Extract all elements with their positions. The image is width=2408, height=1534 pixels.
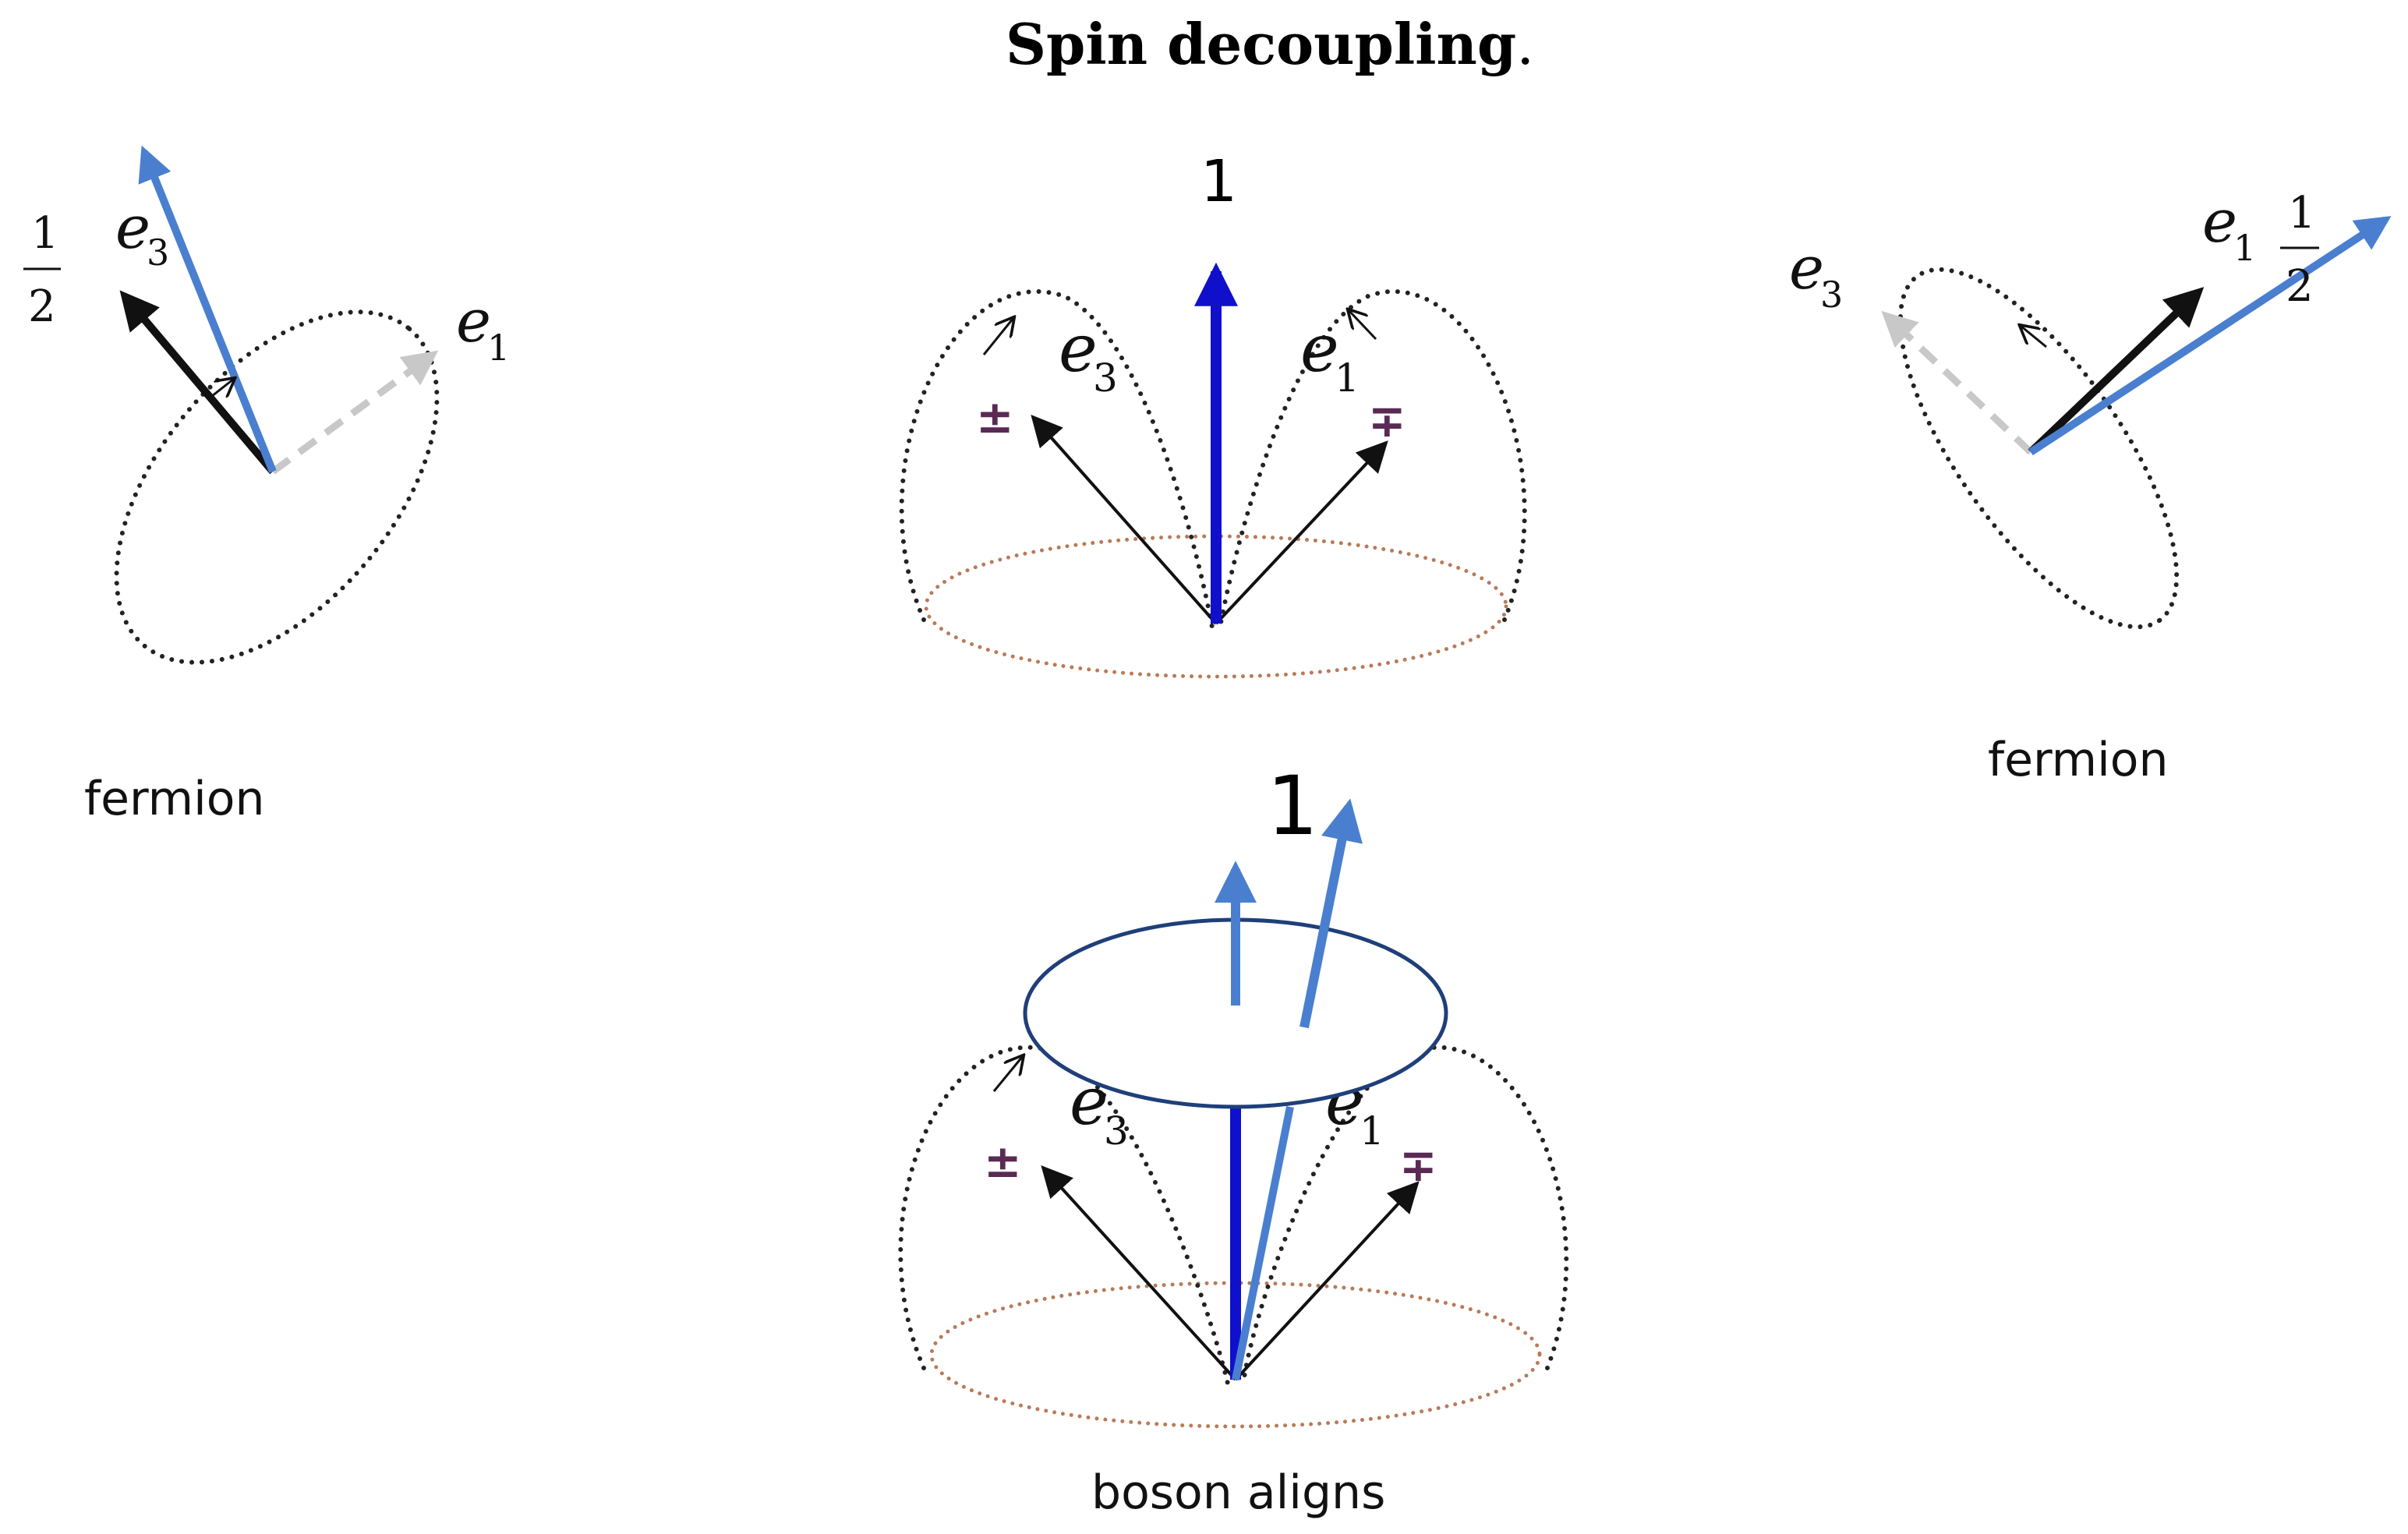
center-top-plus-minus-label: ±	[976, 391, 1014, 444]
bottom-e3-vector	[1041, 1165, 1237, 1381]
figure-title: Spin decoupling.	[1006, 11, 1534, 77]
svg-text:e: e	[1789, 233, 1824, 302]
right-e1-label: e 1	[2202, 186, 2256, 269]
left-spin-vector-black	[119, 290, 276, 475]
bottom-minus-plus-label: ∓	[1399, 1139, 1437, 1192]
bottom-e1-vector	[1234, 1181, 1420, 1381]
svg-text:3: 3	[1820, 274, 1843, 316]
right-fermion-label: fermion	[1988, 733, 2169, 787]
svg-text:1: 1	[31, 208, 59, 259]
right-e3-label: e 3	[1789, 233, 1843, 316]
center-top-base-ellipse	[924, 534, 1508, 679]
svg-text:1: 1	[2288, 188, 2316, 239]
center-top-spin-label: 1	[1200, 148, 1237, 215]
center-top-minus-plus-label: ∓	[1368, 394, 1406, 447]
right-one-half-label: 1 2	[2280, 188, 2319, 312]
bottom-boson-diagram: e 3 e 1 ± ∓ 1 boson aligns	[898, 758, 1569, 1520]
bottom-spin-vector-light	[1232, 1106, 1294, 1380]
center-top-e3-vector	[1031, 415, 1218, 625]
right-spin-vector-black	[2028, 287, 2205, 455]
center-top-e3-label: e 3	[1059, 310, 1118, 401]
svg-text:3: 3	[147, 232, 169, 274]
right-precession-ellipse	[1897, 267, 2180, 630]
right-e3-dashed-vector	[1881, 310, 2034, 455]
svg-text:1: 1	[1335, 355, 1360, 401]
center-top-diagram: 1 e 3 e 1 ± ∓	[899, 148, 1527, 679]
right-rotation-arrow	[2021, 326, 2047, 348]
svg-text:e: e	[115, 193, 150, 262]
left-e3-label: e 3	[115, 193, 169, 274]
svg-text:1: 1	[487, 327, 510, 369]
left-one-half-label: 1 2	[23, 208, 61, 332]
right-fermion-diagram: e 3 e 1 1 2 fermion	[1789, 186, 2392, 787]
svg-text:2: 2	[2286, 261, 2314, 312]
center-top-left-rotation-arrow	[982, 318, 1013, 355]
svg-text:3: 3	[1093, 355, 1118, 401]
bottom-spin-label: 1	[1267, 758, 1318, 854]
svg-text:1: 1	[1360, 1108, 1384, 1154]
left-rotation-arrow	[211, 379, 234, 396]
svg-text:e: e	[2202, 186, 2237, 256]
left-spin-vector-blue	[138, 145, 277, 473]
svg-text:e: e	[456, 286, 491, 355]
bottom-boson-aligns-label: boson aligns	[1091, 1465, 1385, 1520]
left-fermion-diagram: 1 2 e 3 e 1 fermion	[23, 145, 510, 826]
left-precession-ellipse	[114, 309, 440, 665]
svg-text:2: 2	[28, 281, 56, 332]
svg-text:e: e	[1300, 310, 1339, 387]
center-top-e1-label: e 1	[1300, 310, 1360, 401]
bottom-left-rotation-arrow	[992, 1056, 1023, 1092]
bottom-disk-spin-vector-2	[1299, 798, 1363, 1029]
left-e1-label: e 1	[456, 286, 510, 369]
bottom-base-ellipse	[929, 1281, 1542, 1429]
left-fermion-label: fermion	[84, 772, 265, 826]
bottom-plus-minus-label: ±	[984, 1135, 1022, 1188]
center-top-e1-vector	[1215, 440, 1388, 625]
svg-text:e: e	[1059, 310, 1098, 387]
svg-text:1: 1	[2233, 227, 2256, 269]
center-top-right-rotation-arrow	[1349, 310, 1377, 341]
svg-text:3: 3	[1104, 1108, 1129, 1154]
right-spin-vector-blue	[2028, 216, 2392, 456]
center-top-left-lobe	[899, 288, 1215, 630]
left-e1-dashed-vector	[271, 350, 439, 475]
